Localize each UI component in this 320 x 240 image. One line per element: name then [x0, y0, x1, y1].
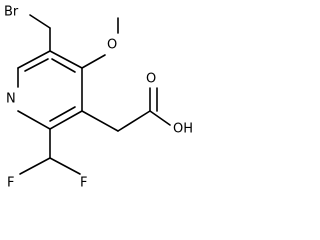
bromomethyl-group: Br [4, 5, 51, 52]
pyridine-ring [17, 50, 83, 130]
bond-c-oh [149, 110, 171, 126]
fluorine-left-label: F [7, 176, 14, 191]
molecule-structure: Br O N O OH F F [4, 5, 193, 191]
bond-c4-o [81, 54, 106, 69]
fluorine-right-label: F [80, 176, 87, 191]
bond-ch2-br [29, 14, 51, 29]
bond-c4-c5 [49, 50, 83, 69]
bond-c5-c6 [17, 50, 51, 69]
bond-c3-ch2 [81, 110, 119, 132]
acetic-acid-group: O OH [81, 72, 193, 137]
hydroxyl-label: OH [173, 122, 193, 137]
bond-c5-c6-inner [24, 58, 49, 72]
bromine-label: Br [4, 5, 19, 20]
methoxy-group: O [81, 17, 119, 69]
bond-c2-c3-inner [49, 106, 76, 122]
bond-chf2-f-left [19, 157, 51, 175]
methoxy-oxygen-label: O [107, 38, 117, 53]
difluoromethyl-group: F F [7, 128, 87, 191]
bond-ch2-cooh [117, 110, 151, 132]
carbonyl-oxygen-label: O [146, 72, 156, 87]
bond-n1-c2 [17, 110, 51, 130]
nitrogen-label: N [6, 92, 16, 107]
bond-chf2-f-right [49, 157, 81, 175]
bond-c4-c5-inner [51, 58, 76, 73]
bond-c2-c3 [49, 110, 83, 130]
